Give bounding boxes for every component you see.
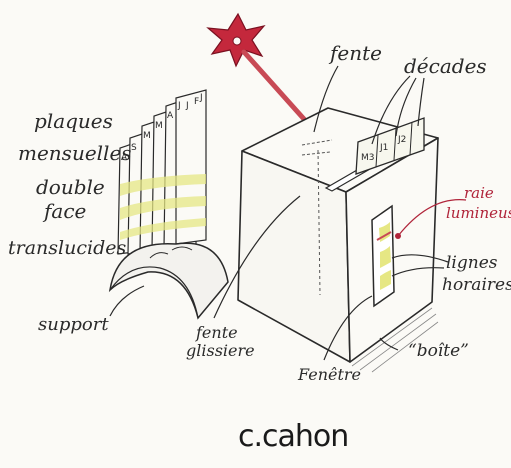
plate-mark: F	[194, 97, 199, 107]
label-boite: “boîte”	[408, 341, 469, 361]
light-ray	[241, 49, 315, 131]
label-plaques: plaques	[34, 109, 113, 133]
arrow-fenetre	[323, 295, 373, 361]
label-mensuelles: mensuelles	[18, 141, 132, 165]
plate-mark: S	[131, 143, 137, 153]
arrow-decades-2	[395, 77, 417, 137]
label-raie: raie	[464, 184, 494, 202]
decade-marks: M3 J1 J2	[361, 135, 406, 163]
label-lumineuse: lumineuse	[446, 204, 511, 222]
light-spot	[395, 233, 401, 239]
plate-mark: A	[167, 111, 174, 121]
plate-mark: M	[155, 121, 163, 131]
arrow-boite	[379, 337, 399, 351]
plate-mark: J	[185, 101, 189, 111]
arrow-support	[109, 285, 145, 317]
window	[371, 204, 395, 308]
arrow-lignes-1	[391, 254, 449, 263]
decade-mark: M3	[361, 153, 375, 163]
label-fente-glissiere-2: glissiere	[186, 341, 255, 360]
label-fente: fente	[328, 41, 382, 65]
decade-mark: J1	[379, 143, 388, 153]
box	[237, 107, 439, 363]
plate-mark: J	[199, 93, 203, 103]
annotation-arrows	[109, 65, 467, 361]
decade-mark: J2	[397, 135, 406, 145]
arrow-decades-1	[371, 75, 411, 145]
label-fente-glissiere-1: fente	[195, 323, 238, 342]
arrow-fente	[313, 65, 339, 133]
arrow-raie	[397, 199, 467, 237]
plate-support	[108, 242, 229, 320]
signature: c.cahon	[238, 419, 348, 454]
label-decades: décades	[404, 54, 487, 78]
label-support: support	[38, 314, 109, 335]
arrow-lignes-2	[391, 267, 445, 277]
label-lignes: lignes	[446, 253, 498, 273]
label-translucides: translucides	[8, 237, 126, 259]
label-face: face	[42, 199, 86, 223]
label-horaires: horaires	[442, 275, 511, 295]
monthly-plates	[117, 89, 207, 255]
plate-mark: A	[121, 153, 128, 163]
label-double: double	[36, 175, 105, 199]
box-shadow-hatch	[351, 307, 439, 373]
sun-star-icon	[206, 12, 266, 68]
hidden-edge	[317, 149, 321, 296]
plate-mark: J	[177, 101, 181, 111]
plate-marks: A S M M A J J F J	[121, 93, 203, 163]
arrow-fente-glissiere	[213, 195, 301, 319]
arrow-decades-3	[417, 77, 425, 127]
label-fenetre: Fenêtre	[297, 365, 361, 384]
hidden-edge-2	[301, 139, 333, 146]
decade-plate	[355, 117, 425, 175]
plate-mark: M	[143, 131, 151, 141]
